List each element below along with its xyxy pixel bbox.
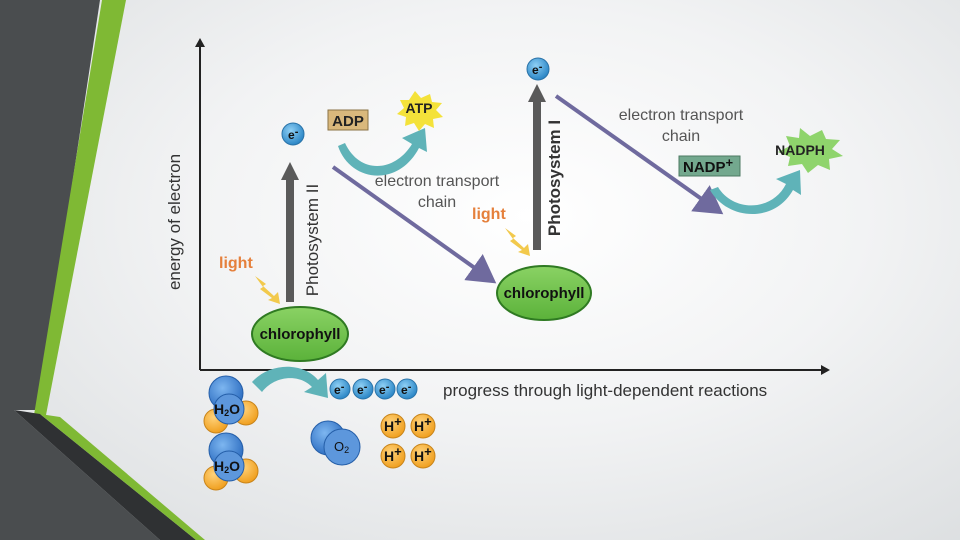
water-splitting-arrow [252, 366, 328, 398]
etc-label-2-line1: electron transport [619, 107, 744, 124]
light-label-2: light [472, 206, 506, 223]
proton: H+ [380, 443, 406, 469]
svg-text:e-: e- [379, 381, 390, 397]
proton: H+ [410, 443, 436, 469]
svg-text:H2O: H2O [214, 401, 240, 418]
released-electron: e- [396, 378, 418, 400]
lightning-icon [505, 228, 530, 256]
proton: H+ [410, 413, 436, 439]
chlorophyll-ps1: chlorophyll [496, 265, 592, 321]
electron-ps2-top: e- [281, 122, 305, 146]
svg-text:e-: e- [357, 381, 368, 397]
photosystem-i-arrow [528, 84, 546, 250]
atp-curved-arrow [338, 128, 427, 176]
svg-text:e-: e- [532, 61, 543, 77]
x-axis-label: progress through light-dependent reactio… [443, 381, 767, 400]
svg-text:e-: e- [288, 126, 299, 142]
water-molecule: H2O [203, 432, 259, 491]
released-electron: e- [374, 378, 396, 400]
light-label-1: light [219, 255, 253, 272]
released-electron: e- [329, 378, 351, 400]
photosystem-ii-arrow [281, 162, 299, 302]
nadph-label: NADPH [775, 142, 825, 158]
svg-text:H+: H+ [414, 414, 432, 434]
svg-text:H+: H+ [384, 444, 402, 464]
adp-label: ADP [332, 113, 364, 130]
svg-text:e-: e- [334, 381, 345, 397]
etc-label-1-line1: electron transport [375, 173, 500, 190]
chlorophyll-ps2: chlorophyll [251, 306, 349, 362]
adp-box [327, 109, 369, 131]
nadp-box [678, 155, 741, 177]
etc-label-1-line2: chain [418, 194, 456, 211]
lightning-icon [255, 276, 280, 304]
etc-arrow-1 [331, 165, 497, 284]
axes [195, 38, 830, 375]
nadph-burst [778, 128, 843, 173]
y-axis-label: energy of electron [165, 154, 184, 290]
released-electron: e- [352, 378, 374, 400]
electron-ps1-top: e- [526, 57, 550, 81]
svg-text:H2O: H2O [214, 458, 240, 475]
etc-label-2-line2: chain [662, 128, 700, 145]
atp-label: ATP [406, 100, 433, 116]
nadp-label: NADP+ [683, 155, 734, 176]
decorative-stripes [0, 0, 205, 540]
atp-burst [397, 91, 443, 131]
photosystem-ii-label: Photosystem II [303, 184, 322, 296]
svg-text:H+: H+ [414, 444, 432, 464]
svg-text:O2: O2 [334, 439, 349, 455]
svg-text:e-: e- [401, 381, 412, 397]
nadph-curved-arrow [710, 170, 801, 215]
svg-text:chlorophyll: chlorophyll [260, 326, 341, 343]
water-molecule: H2O [203, 375, 259, 434]
oxygen-molecule: O2 [310, 420, 361, 466]
svg-text:chlorophyll: chlorophyll [504, 285, 585, 302]
proton: H+ [380, 413, 406, 439]
etc-arrow-2 [554, 94, 724, 215]
svg-text:H+: H+ [384, 414, 402, 434]
photosystem-i-label: Photosystem I [545, 120, 564, 236]
